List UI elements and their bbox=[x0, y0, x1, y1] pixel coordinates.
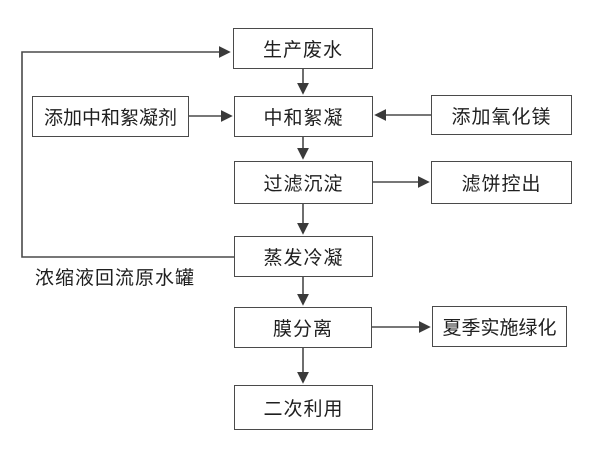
node-production-wastewater: 生产废水 bbox=[233, 28, 373, 69]
node-add-magnesium-oxide: 添加氧化镁 bbox=[431, 95, 572, 135]
node-membrane-separation: 膜分离 bbox=[234, 307, 372, 348]
node-evaporation-condensation: 蒸发冷凝 bbox=[234, 236, 373, 277]
node-add-neutralizing-flocculant: 添加中和絮凝剂 bbox=[32, 96, 189, 137]
node-summer-greening: 夏季实施绿化 bbox=[432, 306, 567, 347]
node-filtration-sedimentation: 过滤沉淀 bbox=[234, 161, 373, 204]
recycle-loop-label: 浓缩液回流原水罐 bbox=[35, 267, 196, 289]
node-secondary-reuse: 二次利用 bbox=[234, 385, 373, 430]
node-neutralization-flocculation: 中和絮凝 bbox=[234, 96, 373, 137]
arrow-recycle-loop bbox=[21, 46, 234, 258]
node-filter-cake-discharge: 滤饼控出 bbox=[431, 161, 572, 204]
